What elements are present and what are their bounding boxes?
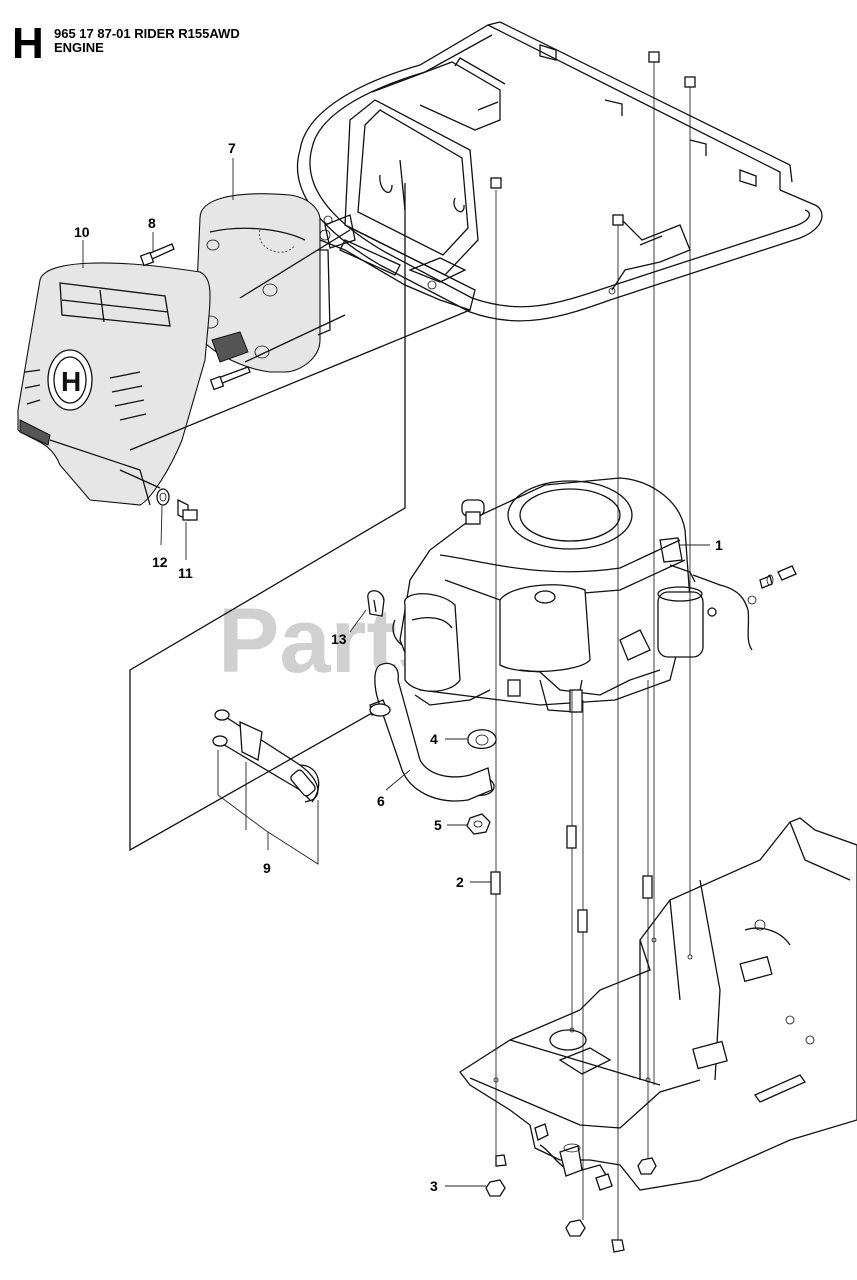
brand-logo-glyph: H <box>61 366 81 397</box>
engine-mount-bolts <box>485 51 696 1253</box>
hood-support-frame <box>296 21 823 322</box>
model-line: 965 17 87-01 RIDER R155AWD <box>54 26 240 41</box>
assembly-line-d <box>244 314 346 363</box>
u-bolt <box>212 709 320 865</box>
exhaust-pipe <box>369 662 493 802</box>
callout-13[interactable]: 13 <box>331 631 347 647</box>
clamp <box>367 590 385 617</box>
hardware-small <box>119 243 251 522</box>
heat-shield <box>194 193 331 373</box>
callout-4[interactable]: 4 <box>430 731 438 747</box>
muffler-guard: H <box>17 262 211 506</box>
callout-labels: 1 2 3 4 5 6 7 8 9 10 11 12 13 <box>74 140 723 1194</box>
mounting-bracket <box>319 57 506 311</box>
callout-9[interactable]: 9 <box>263 860 271 876</box>
assembly-line-b <box>129 309 471 451</box>
callout-2[interactable]: 2 <box>456 874 464 890</box>
engine-assembly <box>392 477 704 713</box>
callout-11[interactable]: 11 <box>178 565 193 581</box>
group-title: ENGINE <box>54 40 104 55</box>
callout-5[interactable]: 5 <box>434 817 442 833</box>
callout-6[interactable]: 6 <box>377 793 385 809</box>
callout-12[interactable]: 12 <box>152 554 168 570</box>
ground-wire <box>692 565 797 651</box>
section-letter: H <box>12 19 44 68</box>
assembly-line-a <box>129 183 406 852</box>
callout-3[interactable]: 3 <box>430 1178 438 1194</box>
callout-7[interactable]: 7 <box>228 140 236 156</box>
leader-lines <box>82 158 710 1187</box>
callout-1[interactable]: 1 <box>715 537 723 553</box>
chassis-frame <box>459 817 857 1191</box>
callout-8[interactable]: 8 <box>148 215 156 231</box>
assembly-line-c <box>239 229 351 299</box>
callout-10[interactable]: 10 <box>74 224 90 240</box>
